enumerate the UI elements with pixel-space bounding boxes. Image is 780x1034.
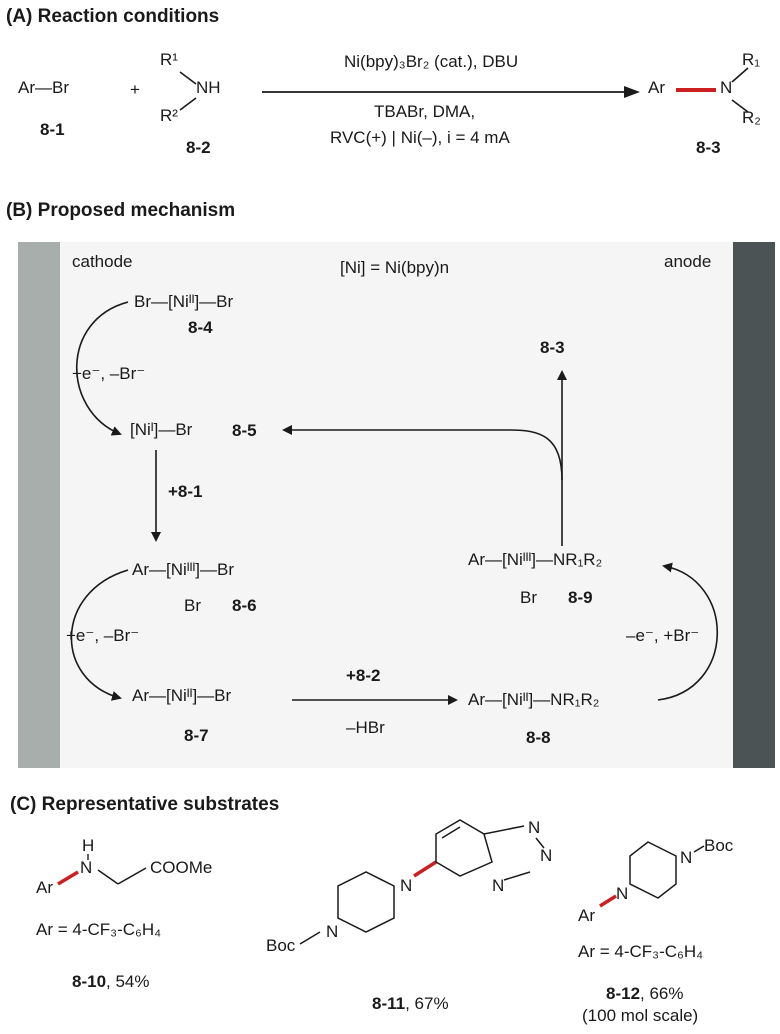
ni-definition: [Ni] = Ni(bpy)n — [340, 258, 450, 277]
add-8-2: +8-2 — [346, 666, 381, 685]
c3-n-bot: N — [616, 884, 629, 903]
step-reduction-2: +e⁻, –Br⁻ — [66, 626, 140, 645]
c2-n-py: N — [492, 876, 505, 895]
c1-ar: Ar — [36, 878, 53, 897]
reactant-ar-br: Ar—Br — [18, 78, 69, 97]
c1-caption: 8-10, 54% — [72, 972, 150, 992]
cathode-electrode — [18, 242, 60, 768]
c1-n: N — [80, 858, 93, 877]
c2-n-pip-top: N — [400, 876, 413, 895]
label-8-3: 8-3 — [696, 138, 721, 157]
c3-boc: Boc — [704, 836, 734, 855]
c3-ar: Ar — [578, 906, 595, 925]
c3-caption: 8-12, 66% — [606, 984, 684, 1004]
species-8-7: Ar—[Niᴵᴵ]—Br — [132, 686, 232, 705]
condition-top: Ni(bpy)₃Br₂ (cat.), DBU — [344, 52, 519, 71]
c2-caption: 8-11, 67% — [372, 994, 449, 1014]
c1-label: 8-10 — [72, 972, 107, 991]
species-8-8: Ar—[Niᴵᴵ]—NR₁R₂ — [468, 690, 600, 709]
c1-yield: , 54% — [106, 972, 150, 991]
step-reduction-1: +e⁻, –Br⁻ — [72, 364, 146, 383]
condition-bottom: RVC(+) | Ni(–), i = 4 mA — [330, 128, 510, 147]
c2-n-pip-bot: N — [326, 922, 339, 941]
label-8-8: 8-8 — [526, 728, 551, 747]
product-r2: R₂ — [742, 108, 761, 127]
c1-coome: COOMe — [150, 858, 213, 877]
label-8-6: 8-6 — [232, 596, 257, 615]
add-8-1: +8-1 — [168, 482, 203, 501]
label-8-5: 8-5 — [232, 421, 257, 440]
label-8-3-mech: 8-3 — [540, 338, 565, 357]
plus-sign: + — [130, 80, 140, 99]
c3-yield: , 66% — [640, 984, 684, 1003]
cathode-label: cathode — [72, 252, 133, 271]
amine-r1: R¹ — [160, 50, 178, 69]
section-a-title: (A) Reaction conditions — [6, 6, 220, 27]
minus-hbr: –HBr — [346, 718, 385, 737]
c1-ar-def: Ar = 4-CF₃-C₆H₄ — [36, 920, 162, 939]
anode-label: anode — [664, 252, 712, 271]
product-n: N — [720, 78, 733, 97]
label-8-9: 8-9 — [568, 588, 593, 607]
product-r1: R₁ — [742, 50, 761, 69]
label-8-4: 8-4 — [188, 318, 213, 337]
amine-r2: R² — [160, 106, 178, 125]
section-c-title: (C) Representative substrates — [10, 794, 280, 815]
anode-electrode — [733, 242, 775, 768]
label-8-2: 8-2 — [186, 138, 211, 157]
c2-n-t1: N — [528, 818, 541, 837]
species-8-5: [Niᴵ]—Br — [130, 420, 193, 439]
species-8-9: Ar—[Niᴵᴵᴵ]—NR₁R₂ — [468, 550, 603, 569]
c1-h: H — [82, 836, 95, 855]
species-8-9-br: Br — [520, 588, 537, 607]
species-8-4: Br—[Niᴵᴵ]—Br — [134, 292, 234, 311]
label-8-1: 8-1 — [40, 120, 65, 139]
species-8-6: Ar—[Niᴵᴵᴵ]—Br — [132, 560, 235, 579]
c3-n-top: N — [680, 848, 693, 867]
c2-n-t2: N — [540, 846, 553, 865]
c3-scale: (100 mol scale) — [582, 1006, 699, 1025]
c3-ar-def: Ar = 4-CF₃-C₆H₄ — [578, 942, 704, 961]
amine-nh: NH — [196, 78, 221, 97]
c2-label: 8-11 — [372, 994, 406, 1013]
species-8-6-br: Br — [184, 596, 201, 615]
section-b-title: (B) Proposed mechanism — [6, 200, 236, 221]
mechanism-panel — [18, 242, 768, 768]
c3-label: 8-12 — [606, 984, 641, 1003]
c2-yield: , 67% — [405, 994, 449, 1013]
c2-boc: Boc — [266, 936, 296, 955]
label-8-7: 8-7 — [184, 726, 209, 745]
product-ar: Ar — [648, 78, 665, 97]
step-oxidation: –e⁻, +Br⁻ — [626, 626, 700, 645]
condition-mid: TBABr, DMA, — [374, 102, 476, 121]
